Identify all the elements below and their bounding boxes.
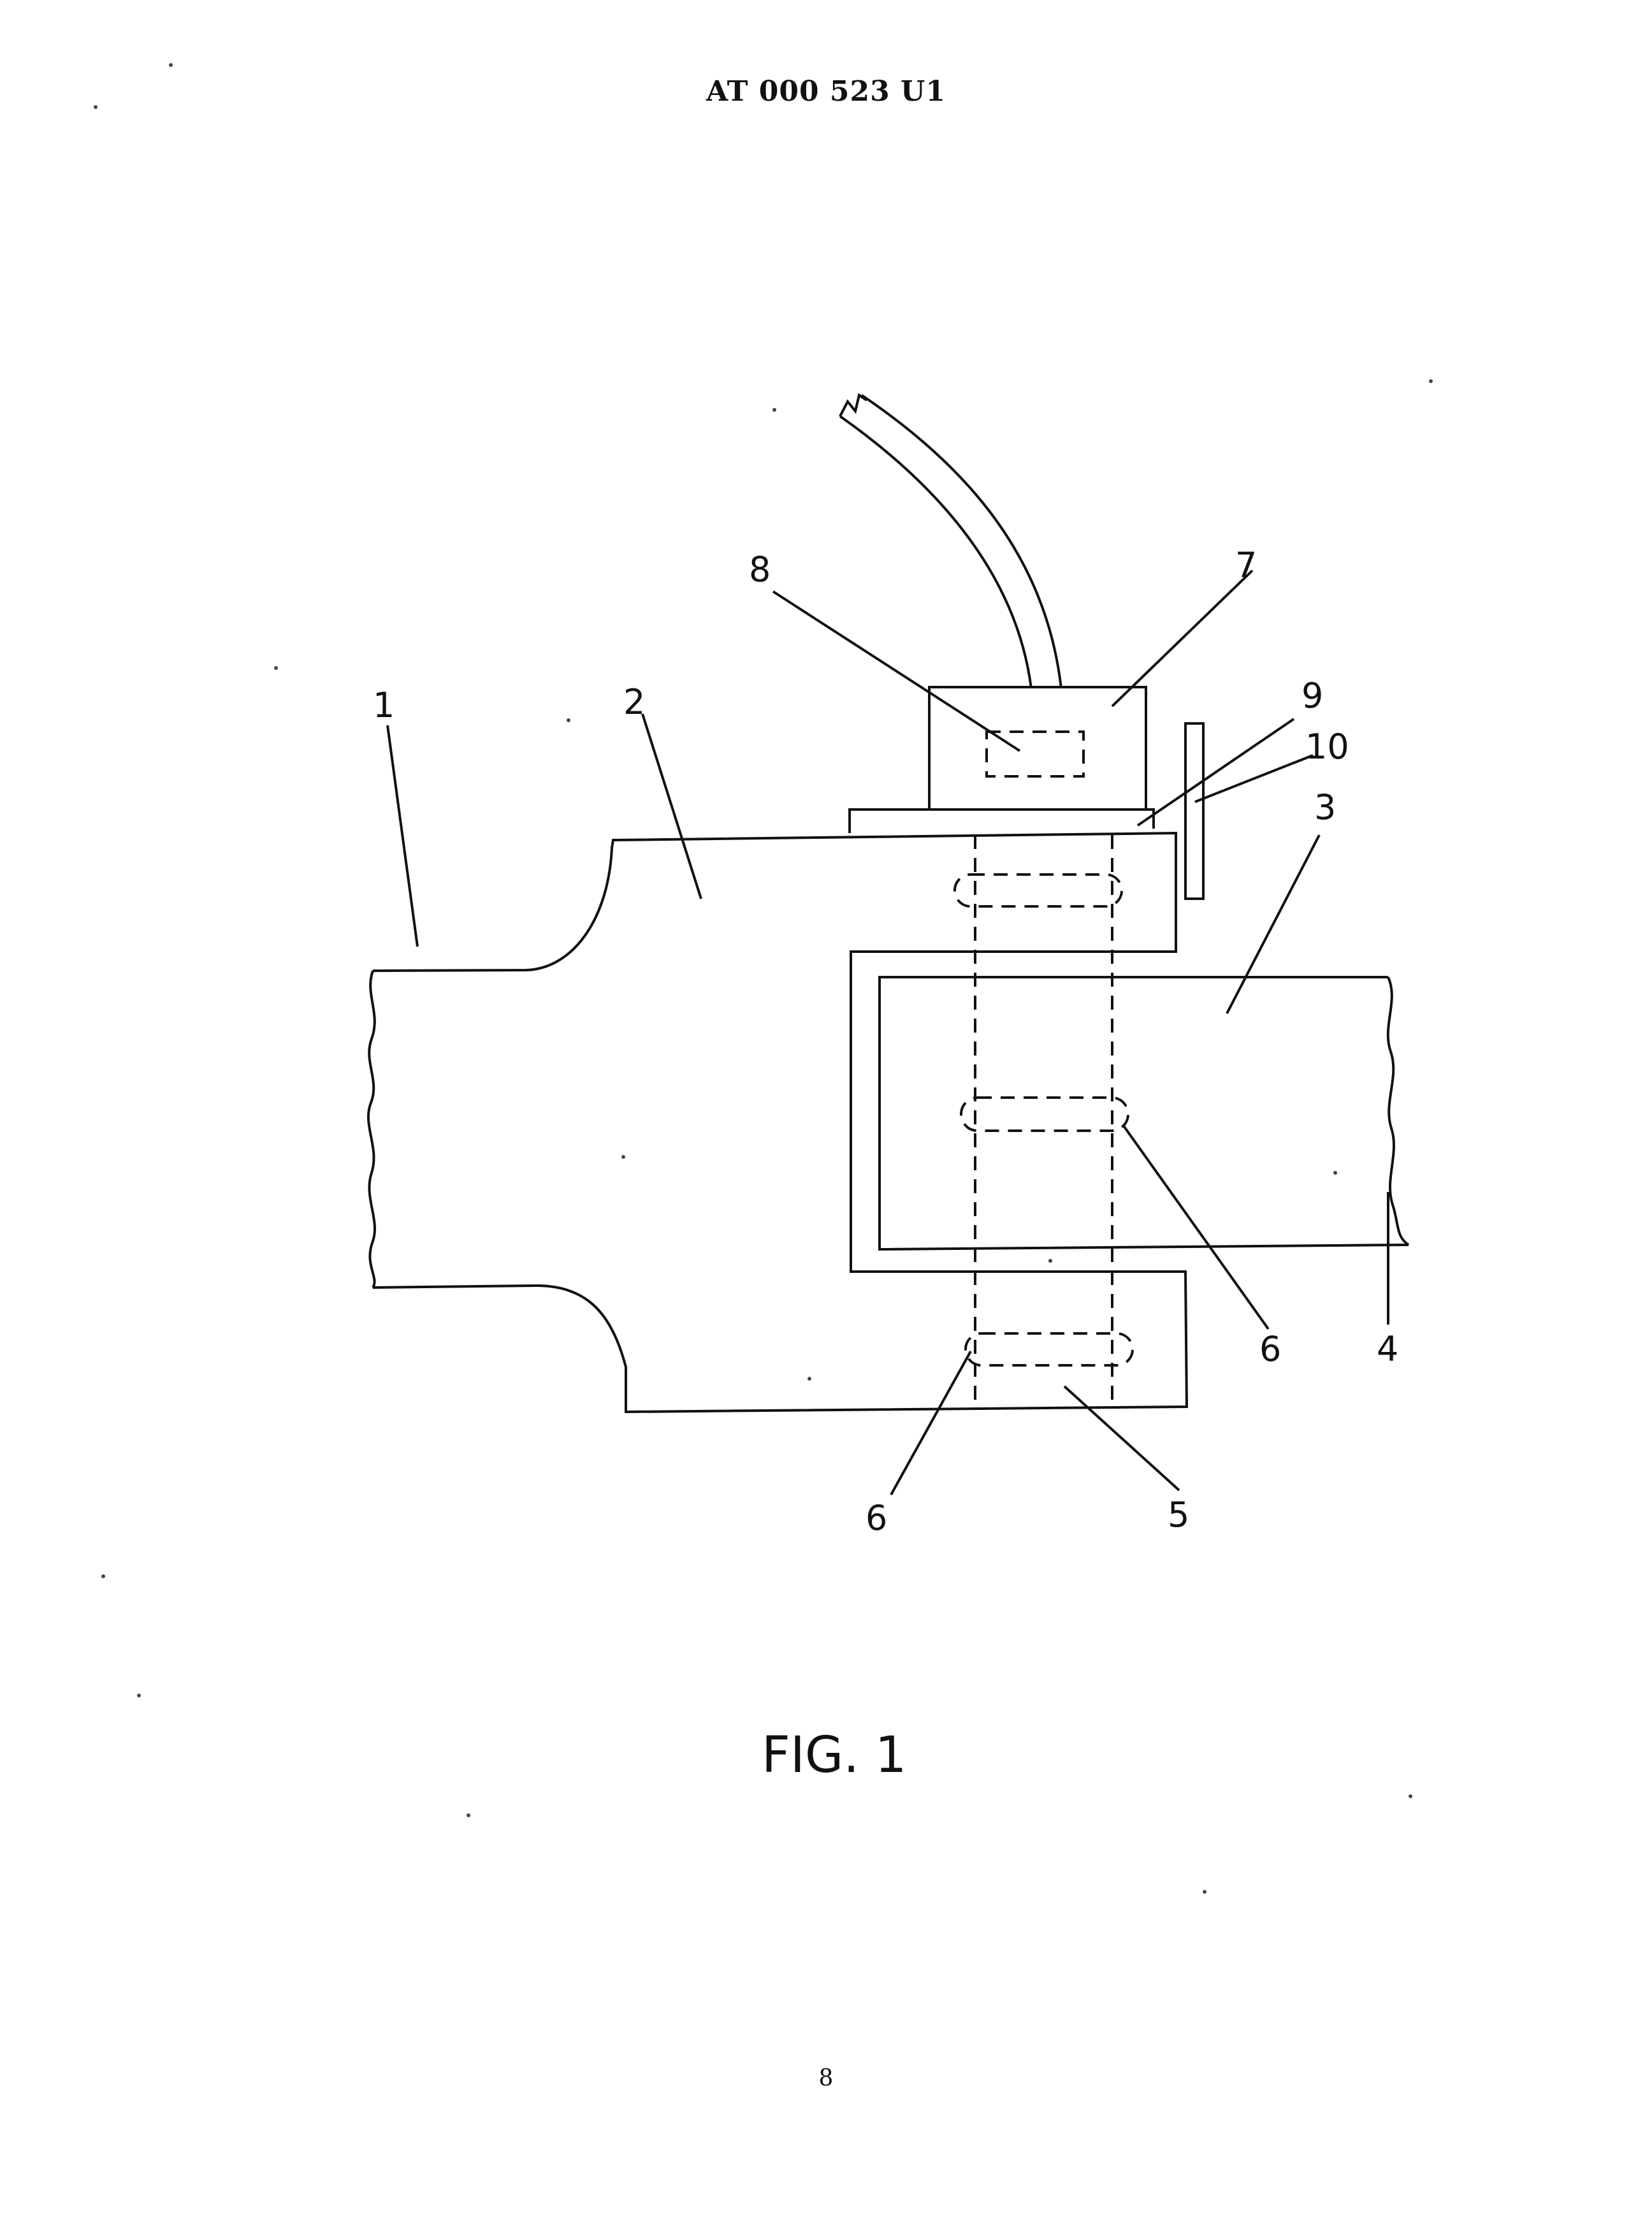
- scan-speck: [101, 1574, 105, 1578]
- scan-speck: [567, 718, 570, 722]
- scan-speck: [169, 63, 173, 67]
- break-line-right: [1388, 977, 1409, 1245]
- cable: [840, 416, 1031, 688]
- flange-part-10: [1185, 723, 1203, 899]
- label-6-right: 6: [1259, 1329, 1281, 1369]
- leader-2: [642, 714, 701, 899]
- scan-speck: [467, 1813, 470, 1817]
- figure-caption: FIG. 1: [762, 1727, 907, 1784]
- scan-speck: [1333, 1171, 1337, 1175]
- label-3: 3: [1314, 787, 1336, 827]
- label-5: 5: [1168, 1495, 1189, 1535]
- leader-8: [773, 592, 1020, 751]
- label-6-left: 6: [866, 1498, 887, 1538]
- leader-3: [1227, 835, 1319, 1013]
- slot-top: [955, 875, 1122, 906]
- label-10: 10: [1305, 727, 1349, 767]
- label-8: 8: [749, 549, 771, 590]
- cable-inner: [862, 395, 1061, 688]
- body-part-2: [373, 833, 1187, 1412]
- cable-cut-end: [840, 395, 867, 416]
- scan-speck: [772, 408, 776, 412]
- leader-10: [1195, 755, 1313, 802]
- leader-6b: [1123, 1125, 1268, 1329]
- label-2: 2: [623, 682, 645, 722]
- label-4: 4: [1377, 1329, 1398, 1369]
- break-line-left: [368, 971, 375, 1288]
- scan-speck: [1048, 1259, 1052, 1263]
- scan-speck: [1203, 1890, 1206, 1894]
- strip-part-3: [880, 977, 1409, 1249]
- label-1: 1: [373, 685, 395, 725]
- slot-middle: [961, 1098, 1128, 1131]
- leader-1: [388, 725, 417, 947]
- scan-speck: [621, 1155, 625, 1159]
- label-9: 9: [1301, 676, 1323, 716]
- scan-speck: [137, 1694, 141, 1697]
- plate-part-9: [850, 809, 1154, 833]
- scan-speck: [1429, 379, 1433, 383]
- slot-bottom: [966, 1333, 1133, 1365]
- leader-5: [1064, 1386, 1179, 1490]
- page-number: 8: [0, 2065, 1652, 2091]
- scan-speck: [274, 666, 278, 670]
- scan-speck: [808, 1377, 811, 1381]
- label-7: 7: [1235, 545, 1257, 585]
- scan-speck: [94, 105, 98, 109]
- scan-speck: [1409, 1794, 1412, 1798]
- leader-6a: [891, 1351, 971, 1495]
- leader-7: [1112, 570, 1252, 706]
